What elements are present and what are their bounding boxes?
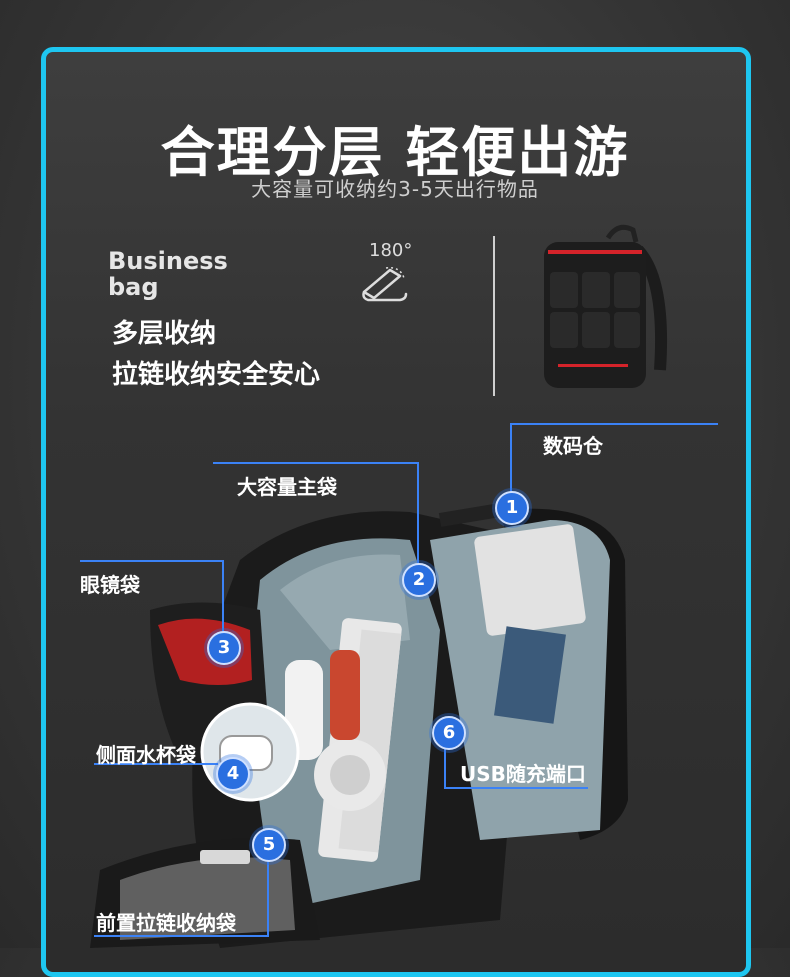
callout-badge-4: 4	[216, 757, 250, 791]
feature-multilayer: 多层收纳	[112, 319, 217, 349]
callout-label-glasses: 眼镜袋	[80, 573, 140, 597]
callout-label-main-compartment: 大容量主袋	[237, 475, 337, 499]
callout-label-digital: 数码仓	[543, 434, 603, 458]
page-title: 合理分层 轻便出游	[160, 121, 630, 184]
intro-divider	[493, 236, 495, 396]
business-bag-label: Business bag	[108, 247, 228, 301]
callout-badge-5: 5	[252, 828, 286, 862]
callout-label-bottle-pocket: 侧面水杯袋	[96, 743, 196, 767]
callout-label-front-pocket: 前置拉链收纳袋	[96, 911, 236, 935]
backpack-thumbnail	[544, 224, 668, 388]
page-subtitle: 大容量可收纳约3-5天出行物品	[251, 177, 539, 201]
callout-label-usb-port: USB随充端口	[460, 762, 586, 786]
callout-badge-3: 3	[207, 631, 241, 665]
open-backpack-illustration	[90, 503, 628, 948]
callout-badge-2: 2	[402, 563, 436, 597]
feature-zipper-security: 拉链收纳安全安心	[112, 360, 321, 390]
rotation-label: 180°	[369, 240, 413, 261]
callout-lines	[80, 423, 718, 937]
open-180-icon	[362, 266, 408, 302]
callout-badge-6: 6	[432, 716, 466, 750]
callout-badge-1: 1	[495, 491, 529, 525]
